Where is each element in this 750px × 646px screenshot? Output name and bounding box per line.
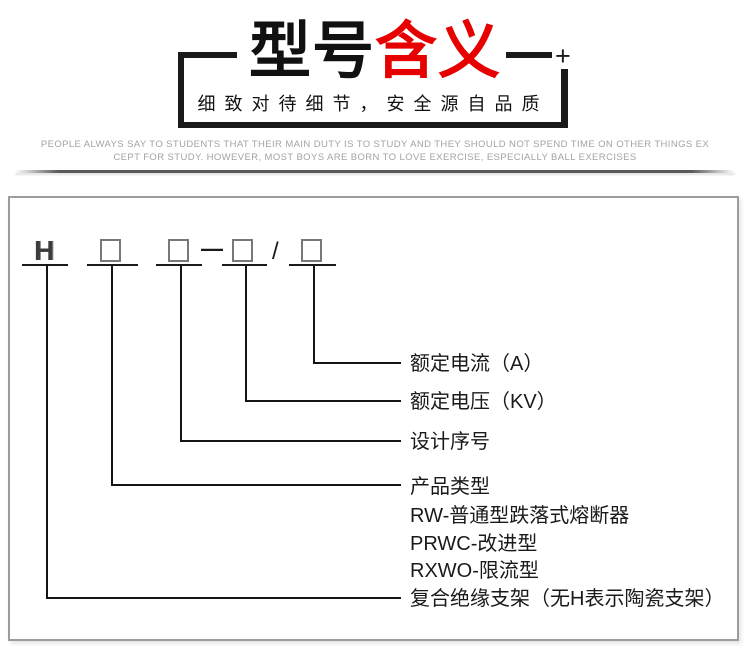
- page-title-black: 型号: [248, 17, 375, 86]
- code-box-rated-current: [301, 239, 322, 262]
- underline-rated-voltage: [222, 264, 267, 266]
- label-bracket: 复合绝缘支架（无H表示陶瓷支架）: [410, 588, 725, 610]
- code-box-rated-voltage: [232, 239, 253, 262]
- banner-frame-top-left: [178, 52, 237, 58]
- label-design-serial: 设计序号: [410, 431, 490, 453]
- label-product-type-prwc: PRWC-改进型: [410, 533, 538, 555]
- tagline-line1: PEOPLE ALWAYS SAY TO STUDENTS THAT THEIR…: [40, 139, 710, 150]
- plus-icon: +: [555, 41, 571, 71]
- underline-product-type: [87, 264, 138, 266]
- slash-separator: /: [272, 238, 279, 265]
- underline-design-serial: [156, 264, 202, 266]
- page-title-red: 含义: [375, 17, 502, 86]
- model-prefix-letter: H: [34, 235, 55, 266]
- connector-rated-current: [313, 266, 401, 364]
- tagline-line2: CEPT FOR STUDY. HOWEVER, MOST BOYS ARE B…: [113, 151, 637, 163]
- label-rated-current: 额定电流（A）: [410, 353, 544, 375]
- connector-bracket: [46, 266, 401, 599]
- label-product-type-rw: RW-普通型跌落式熔断器: [410, 505, 630, 527]
- label-rated-voltage: 额定电压（KV）: [410, 391, 557, 413]
- dash-separator: —: [201, 236, 223, 261]
- banner-frame-left: [178, 52, 184, 128]
- section-divider: [15, 170, 735, 173]
- banner-frame-top-right: [506, 52, 552, 58]
- banner-frame-bottom: [178, 122, 568, 128]
- model-diagram-panel: [8, 196, 739, 641]
- code-box-design-serial: [168, 239, 189, 262]
- connector-design-serial: [180, 266, 401, 442]
- connector-rated-voltage: [245, 266, 401, 402]
- connector-product-type: [111, 266, 401, 486]
- underline-rated-current: [289, 264, 336, 266]
- code-box-product-type: [100, 239, 121, 262]
- label-product-type: 产品类型: [410, 476, 490, 498]
- label-product-type-rxwo: RXWO-限流型: [410, 560, 539, 582]
- banner-frame-right: [561, 69, 568, 128]
- underline-prefix: [22, 264, 68, 266]
- banner-slogan: 细致对待细节，安全源自品质: [197, 94, 549, 114]
- page-title: 型号含义: [0, 18, 750, 86]
- tagline: PEOPLE ALWAYS SAY TO STUDENTS THAT THEIR…: [0, 139, 750, 164]
